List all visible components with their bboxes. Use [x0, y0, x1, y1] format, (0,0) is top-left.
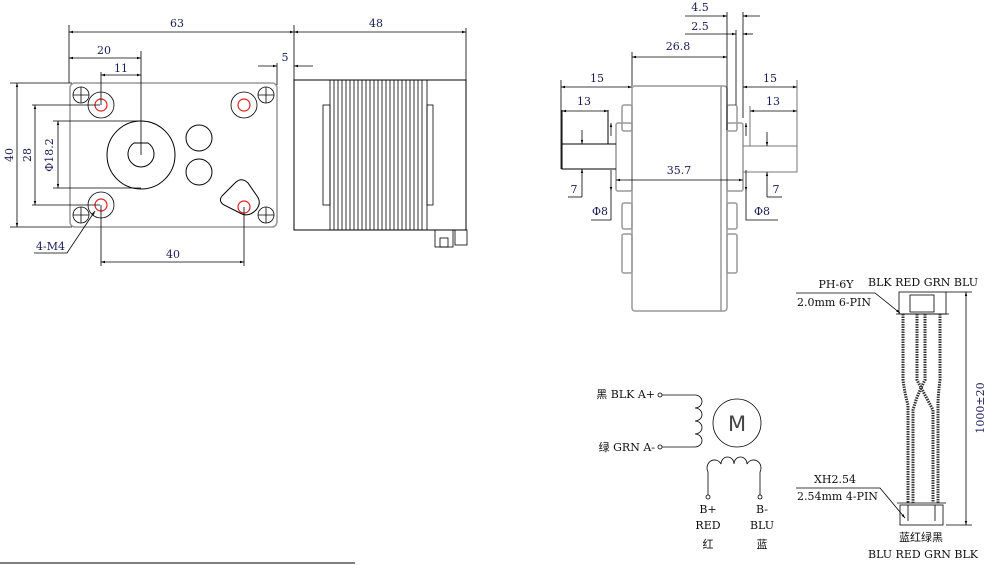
screw-icons [72, 86, 275, 224]
dim-7-left: 7 [571, 183, 578, 196]
gear-hole [185, 124, 213, 152]
dim-11: 11 [114, 62, 128, 75]
terminal-a-minus [657, 444, 663, 450]
gear-hole [185, 158, 213, 186]
dim-40-width: 40 [166, 248, 180, 261]
side-view: 4.5 2.5 26.8 15 13 15 13 35.7 7 Φ8 7 Φ8 [560, 1, 798, 312]
cable-length: 1000±20 [974, 382, 987, 433]
dim-48: 48 [369, 17, 383, 30]
dim-20: 20 [97, 44, 111, 57]
terminal-b-minus [757, 494, 763, 500]
bottom-wire-colors-cn: 蓝红绿黑 [899, 530, 943, 544]
top-connector-spec: 2.0mm 6-PIN [797, 296, 871, 309]
side-body [631, 85, 728, 312]
output-shaft-d [127, 142, 155, 168]
wire-harness: BLK RED GRN BLU PH-6Y 2.0mm 6-PIN 1000±2… [796, 276, 987, 561]
coil-b [706, 456, 762, 495]
dim-13-left: 13 [577, 95, 591, 108]
b-minus-color-cn: 蓝 [757, 538, 768, 551]
top-connector-label: PH-6Y [819, 278, 855, 291]
dim-28: 28 [21, 148, 34, 162]
dim-13-right: 13 [766, 95, 780, 108]
b-plus-color: RED [695, 519, 720, 532]
dim-7-right: 7 [773, 183, 780, 196]
a-minus-label: 绿 GRN A- [599, 440, 656, 454]
dim-40-height: 40 [3, 148, 16, 162]
dim-boss-diameter: Φ18.2 [43, 138, 56, 172]
b-plus-pin: B+ [699, 503, 716, 516]
dim-4-5: 4.5 [691, 1, 709, 14]
coil-a [662, 394, 703, 448]
bottom-connector-label: XH2.54 [814, 473, 856, 486]
wiring-schematic: M 黑 BLK A+ 绿 GRN A- B+ RED 红 B- BLU 蓝 [596, 388, 774, 551]
motor-body [293, 79, 467, 231]
b-minus-pin: B- [756, 503, 768, 516]
dim-15-left: 15 [590, 72, 604, 85]
motor-label: M [728, 412, 746, 436]
motor-connector [434, 229, 468, 248]
dim-phi8-left: Φ8 [592, 205, 608, 218]
a-plus-label: 黑 BLK A+ [596, 388, 655, 401]
gearbox-plate [69, 82, 278, 228]
top-wire-colors: BLK RED GRN BLU [868, 276, 978, 289]
dim-5: 5 [282, 51, 289, 64]
dim-2-5: 2.5 [691, 20, 709, 33]
b-minus-color: BLU [750, 519, 774, 532]
motor-symbol [712, 398, 762, 448]
bottom-wire-colors: BLU RED GRN BLK [868, 548, 979, 561]
dim-35-7: 35.7 [667, 164, 692, 177]
front-view: 63 48 20 11 5 40 28 Φ18.2 40 4-M4 [3, 17, 468, 266]
slot-boss [219, 179, 260, 216]
dim-15-right: 15 [763, 72, 777, 85]
terminal-b-plus [705, 494, 711, 500]
motor-fins [322, 80, 434, 230]
bottom-connector-spec: 2.54mm 4-PIN [797, 490, 878, 503]
terminal-a-plus [657, 392, 663, 398]
dim-26-8: 26.8 [666, 40, 691, 53]
b-plus-color-cn: 红 [703, 538, 714, 551]
mount-holes [87, 91, 258, 219]
thread-label: 4-M4 [36, 240, 65, 253]
dim-phi8-right: Φ8 [754, 205, 770, 218]
wires [901, 314, 942, 503]
xh-connector [899, 504, 944, 526]
dim-63: 63 [170, 17, 184, 30]
